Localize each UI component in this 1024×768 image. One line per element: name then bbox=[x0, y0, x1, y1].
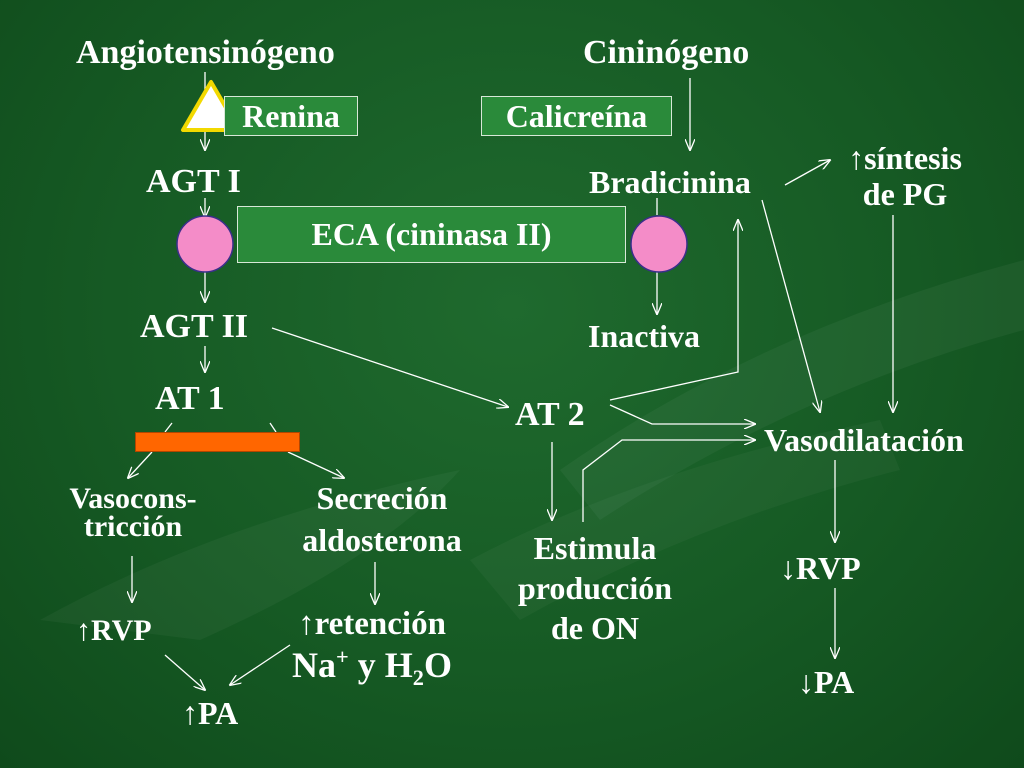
estimula-line-3: de ON bbox=[551, 610, 639, 646]
vasoconstriccion-line-1: Vasocons- bbox=[69, 482, 197, 515]
sintesis-pg-label: ↑síntesis de PG bbox=[820, 142, 990, 210]
na-h2o-label: Na+ y H2O bbox=[292, 644, 452, 691]
estimula-label: Estimula producción de ON bbox=[490, 532, 700, 644]
vasoconstriccion-label: Vasocons- tricción bbox=[38, 484, 228, 542]
arrow-retencion-pa bbox=[230, 644, 291, 685]
vasodilatacion-label: Vasodilatación bbox=[764, 422, 964, 458]
arrow-rvp-pa bbox=[164, 654, 205, 690]
renina-label: Renina bbox=[242, 98, 340, 134]
arrow-agt2-at2 bbox=[271, 327, 508, 407]
arrow-at1-vasoconstriccion bbox=[128, 451, 153, 478]
pa-down-label: ↓PA bbox=[798, 664, 855, 700]
retencion-label: ↑retención bbox=[298, 606, 446, 642]
agt2-label: AGT II bbox=[140, 308, 249, 345]
line-at1-blocker bbox=[164, 422, 173, 433]
calicreina-box: Calicreína bbox=[481, 96, 672, 136]
rvp-up-label: ↑RVP bbox=[76, 614, 152, 647]
eca-circle-right-icon bbox=[630, 215, 688, 273]
arrow-at2-bradicinina bbox=[609, 220, 738, 401]
sintesis-line-2: de PG bbox=[862, 176, 948, 212]
bradicinina-label: Bradicinina bbox=[589, 164, 751, 200]
eca-box: ECA (cininasa II) bbox=[237, 206, 626, 263]
eca-circle-left-icon bbox=[176, 215, 234, 273]
secrecion-line-1: Secreción bbox=[316, 480, 448, 516]
arrow-at1-secrecion bbox=[287, 451, 344, 478]
pa-up-label: ↑PA bbox=[182, 695, 239, 731]
vasoconstriccion-line-2: tricción bbox=[83, 510, 183, 543]
at2-label: AT 2 bbox=[515, 396, 585, 433]
cininogeno-label: Cininógeno bbox=[583, 34, 750, 71]
arrow-bradicinina-sintesis bbox=[784, 160, 830, 186]
at1-blocker-bar bbox=[135, 432, 300, 452]
sintesis-line-1: ↑síntesis bbox=[848, 140, 962, 176]
rvp-down-label: ↓RVP bbox=[780, 550, 861, 586]
secrecion-label: Secreción aldosterona bbox=[282, 482, 482, 556]
secrecion-line-2: aldosterona bbox=[302, 522, 462, 558]
renina-box: Renina bbox=[224, 96, 358, 136]
arrow-at2-vasodilatacion bbox=[609, 404, 755, 424]
arrow-bradicinina-vasodilatacion bbox=[761, 199, 820, 412]
eca-label: ECA (cininasa II) bbox=[311, 216, 552, 252]
agt1-label: AGT I bbox=[146, 163, 241, 200]
inactiva-label: Inactiva bbox=[588, 318, 700, 354]
estimula-line-1: Estimula bbox=[533, 530, 657, 566]
arrow-on-vasodilatacion bbox=[582, 440, 755, 522]
calicreina-label: Calicreína bbox=[505, 98, 648, 134]
estimula-line-2: producción bbox=[517, 570, 673, 606]
at1-label: AT 1 bbox=[155, 380, 225, 417]
angiotensinogeno-label: Angiotensinógeno bbox=[76, 34, 335, 71]
